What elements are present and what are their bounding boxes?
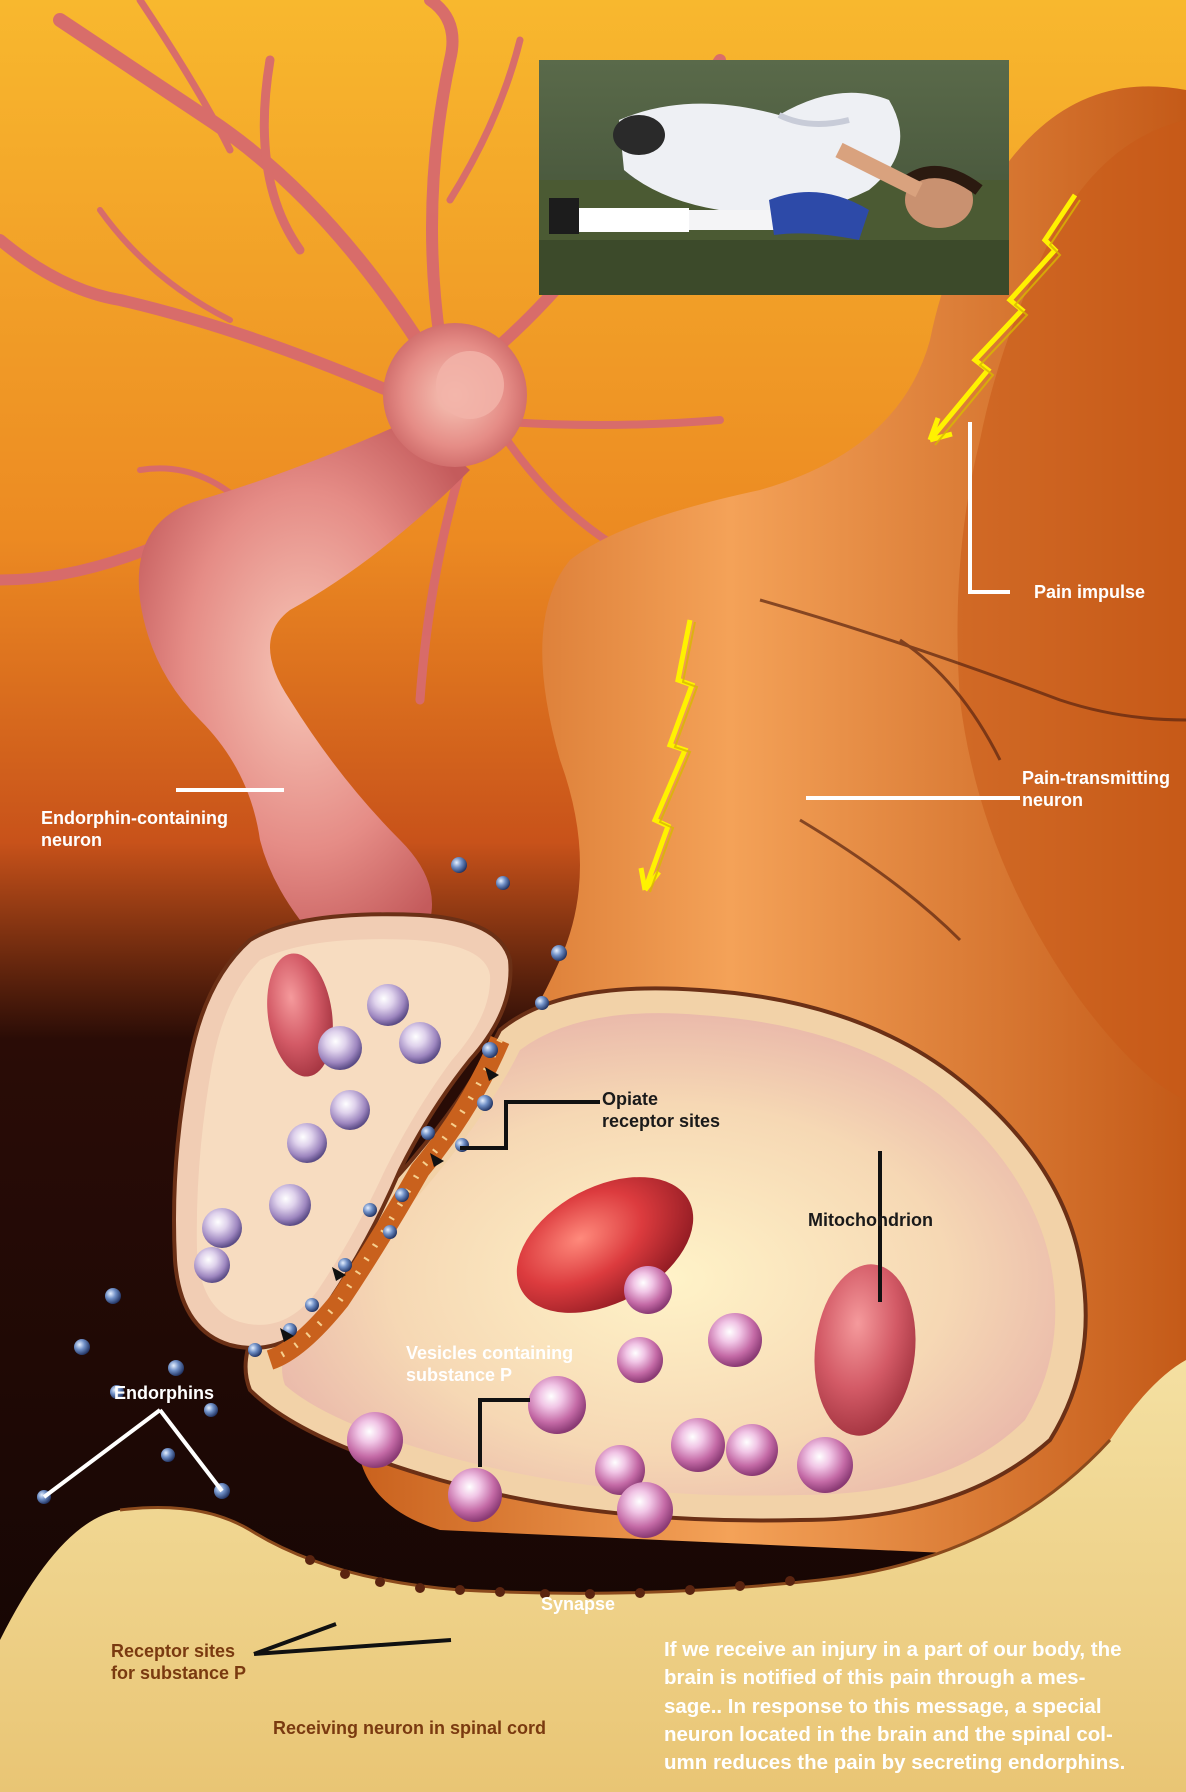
label-endorphin-containing-neuron: Endorphin-containing neuron <box>41 808 228 851</box>
label-pain-transmitting-neuron: Pain-transmitting neuron <box>1022 768 1170 811</box>
label-pain-impulse: Pain impulse <box>1034 582 1145 604</box>
label-vesicles-line2: substance P <box>406 1365 573 1387</box>
caption-paragraph: If we receive an injury in a part of our… <box>664 1636 1178 1777</box>
label-synapse: Synapse <box>541 1594 615 1616</box>
label-receiving-neuron: Receiving neuron in spinal cord <box>273 1718 546 1740</box>
label-mitochondrion: Mitochondrion <box>808 1210 933 1232</box>
caption-line: brain is notified of this pain through a… <box>664 1664 1178 1692</box>
label-endorphin-containing-line2: neuron <box>41 830 228 852</box>
caption-line: sage.. In response to this message, a sp… <box>664 1693 1178 1721</box>
label-endorphin-containing-line1: Endorphin-containing <box>41 808 228 830</box>
label-opiate-receptor-sites: Opiate receptor sites <box>602 1089 720 1132</box>
label-vesicles-substance-p: Vesicles containing substance P <box>406 1343 573 1386</box>
label-opiate-line1: Opiate <box>602 1089 720 1111</box>
label-receptor-sites-line2: for substance P <box>111 1663 246 1685</box>
label-pain-transmitting-line1: Pain-transmitting <box>1022 768 1170 790</box>
label-pain-transmitting-line2: neuron <box>1022 790 1170 812</box>
caption-line: umn reduces the pain by secreting endorp… <box>664 1749 1178 1777</box>
label-vesicles-line1: Vesicles containing <box>406 1343 573 1365</box>
injured-player-photo <box>539 60 1009 295</box>
caption-line: If we receive an injury in a part of our… <box>664 1636 1178 1664</box>
label-endorphins: Endorphins <box>114 1383 214 1405</box>
label-receptor-sites-line1: Receptor sites <box>111 1641 246 1663</box>
caption-line: neuron located in the brain and the spin… <box>664 1721 1178 1749</box>
label-receptor-sites-substance-p: Receptor sites for substance P <box>111 1641 246 1684</box>
label-opiate-line2: receptor sites <box>602 1111 720 1133</box>
